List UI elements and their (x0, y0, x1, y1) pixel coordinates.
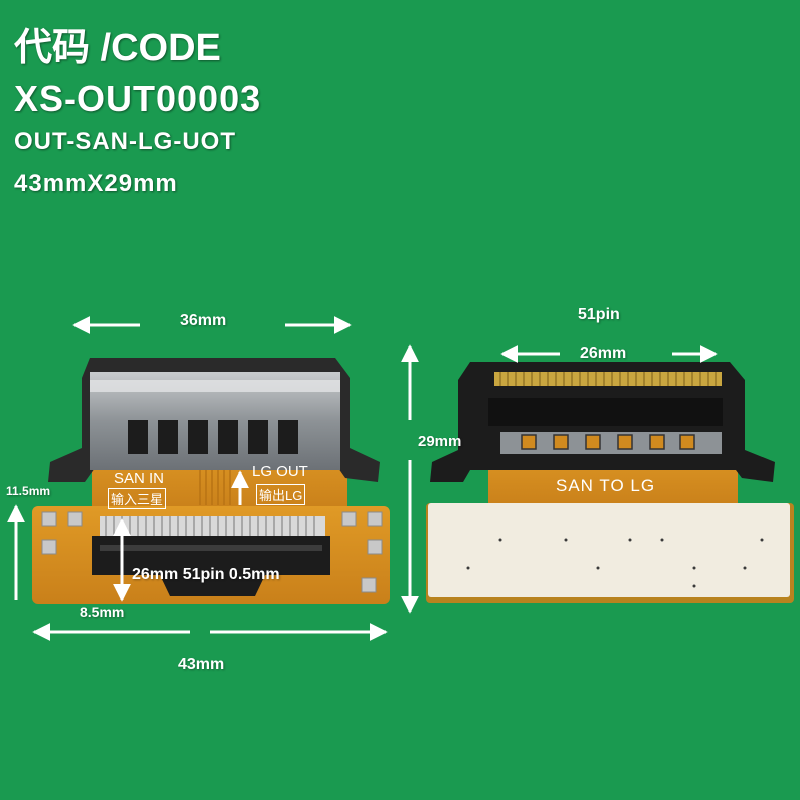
right-connector-pins (494, 372, 722, 386)
width-bottom-label: 43mm (178, 656, 225, 673)
height-side-label: 11.5mm (6, 484, 51, 498)
right-board (426, 362, 794, 603)
dimension-arrows (6, 316, 718, 641)
silk-input-cn: 输入三星 (108, 488, 167, 509)
left-connector-slots (128, 420, 298, 454)
left-fpc-pins (100, 516, 325, 536)
connector-width-label: 26mm (580, 345, 627, 362)
silk-san-to-lg: SAN TO LG (556, 476, 656, 495)
width-top-label: 36mm (180, 312, 227, 329)
silk-san-in: SAN IN (114, 470, 165, 487)
left-pcb-pads (41, 511, 383, 593)
depth-label: 8.5mm (80, 604, 125, 620)
pins-label: 51pin (578, 306, 620, 323)
connector-spec-label: 26mm 51pin 0.5mm (132, 566, 280, 583)
silk-output-cn: 输出LG (256, 484, 306, 505)
height-label: 29mm (418, 433, 462, 450)
right-connector-latch (488, 398, 723, 426)
right-stiffener (428, 503, 790, 597)
code-title: 代码 /CODE (14, 27, 221, 69)
board-size: 43mmX29mm (14, 170, 178, 197)
right-stiffener-dots (466, 538, 764, 588)
model-name: OUT-SAN-LG-UOT (14, 128, 236, 155)
silk-lg-out: LG OUT (252, 463, 308, 480)
product-code: XS-OUT00003 (14, 78, 262, 119)
